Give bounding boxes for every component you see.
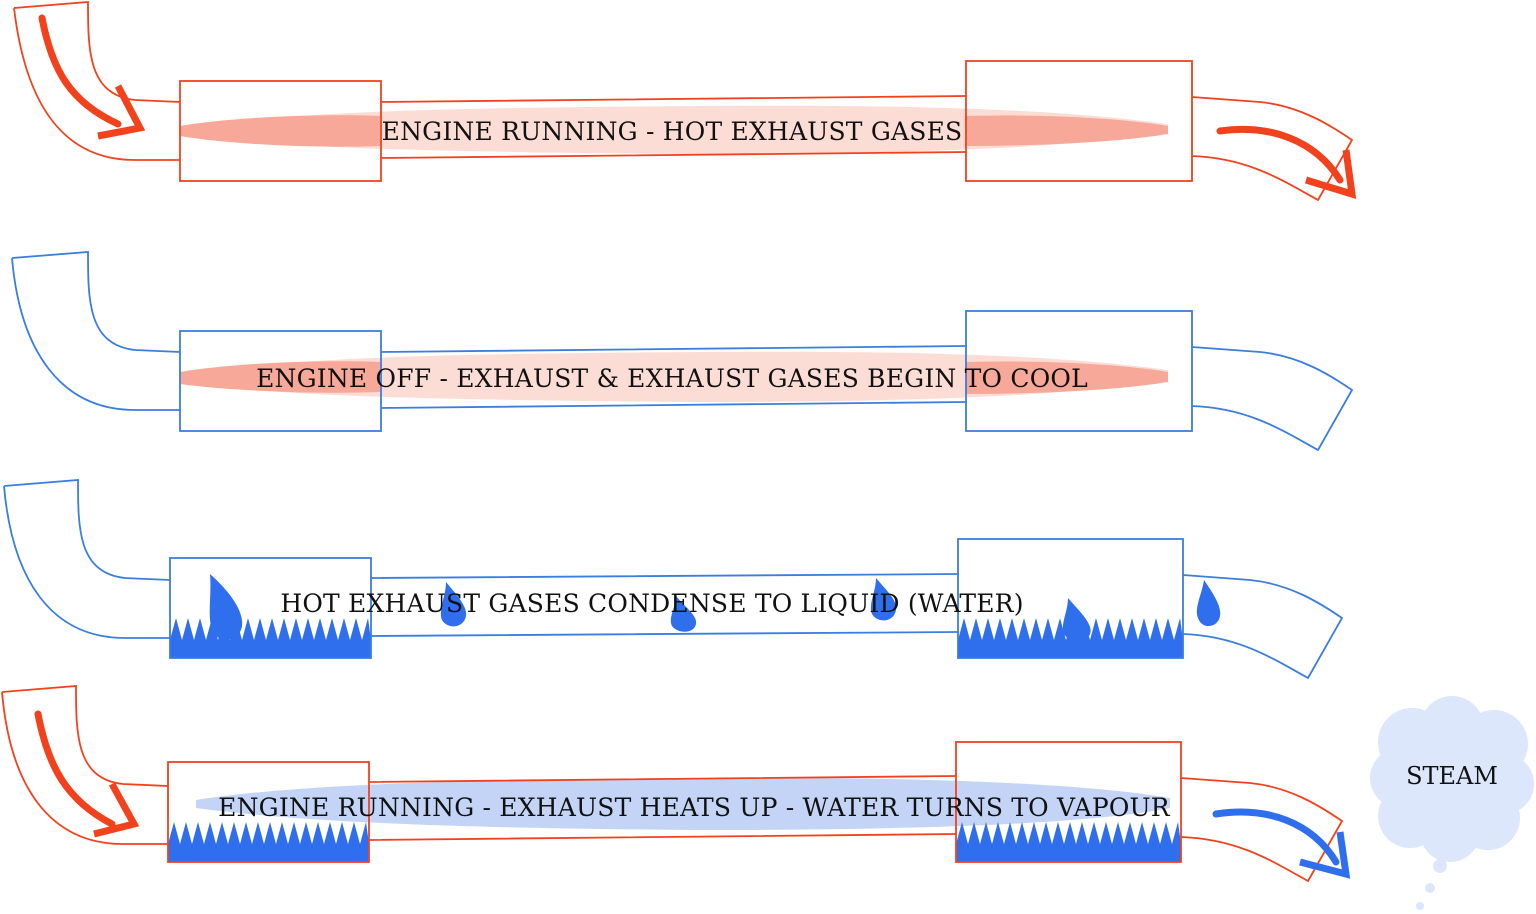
inlet-arrowhead bbox=[93, 782, 140, 838]
water-pool-front bbox=[168, 822, 369, 862]
water-pool-rear bbox=[956, 822, 1181, 862]
steam-puff bbox=[1433, 859, 1447, 873]
front-muffler bbox=[179, 80, 382, 182]
water-drop-icon bbox=[1062, 598, 1091, 642]
stage-1-hot-exhaust: ENGINE RUNNING - HOT EXHAUST GASES bbox=[13, 1, 1357, 202]
water-pool-front bbox=[170, 618, 371, 658]
steam-puff bbox=[1425, 883, 1435, 893]
middle-pipe bbox=[380, 95, 967, 159]
heat-glow-core-right bbox=[965, 361, 1168, 394]
rear-muffler bbox=[965, 310, 1193, 432]
steam-cloud: STEAM bbox=[1370, 696, 1534, 910]
heat-glow-core-right bbox=[965, 115, 1168, 146]
middle-pipe bbox=[380, 345, 967, 409]
stage-4-label: ENGINE RUNNING - EXHAUST HEATS UP - WATE… bbox=[218, 793, 1171, 822]
heat-glow-core-left bbox=[180, 115, 380, 147]
heat-glow bbox=[180, 351, 1168, 402]
rear-muffler bbox=[965, 60, 1193, 182]
vapour-glow bbox=[196, 777, 1170, 830]
heat-glow-core-left bbox=[180, 361, 380, 393]
inlet-pipe bbox=[13, 1, 181, 161]
inlet-pipe bbox=[3, 479, 171, 639]
outlet-arrowhead bbox=[1299, 831, 1351, 879]
inlet-arrowhead bbox=[97, 84, 146, 140]
inlet-pipe bbox=[11, 251, 181, 411]
water-drop-icon bbox=[1196, 580, 1221, 627]
front-muffler bbox=[179, 330, 382, 432]
front-muffler bbox=[167, 761, 370, 863]
rear-muffler bbox=[957, 538, 1184, 659]
middle-pipe bbox=[370, 573, 959, 637]
water-drop-icon bbox=[440, 582, 467, 627]
steam-label: STEAM bbox=[1406, 762, 1498, 790]
stage-2-label: ENGINE OFF - EXHAUST & EXHAUST GASES BEG… bbox=[256, 364, 1088, 393]
water-drop-icon bbox=[670, 596, 697, 632]
stage-3-condensing: HOT EXHAUST GASES CONDENSE TO LIQUID (WA… bbox=[3, 479, 1344, 680]
water-drop-icon bbox=[870, 578, 897, 621]
stage-3-label: HOT EXHAUST GASES CONDENSE TO LIQUID (WA… bbox=[280, 589, 1023, 618]
inlet-arrow-icon bbox=[38, 14, 122, 128]
cloud-icon bbox=[1370, 696, 1534, 862]
inlet-arrow-icon bbox=[34, 710, 116, 828]
front-muffler bbox=[169, 557, 372, 659]
water-drop-icon bbox=[209, 574, 243, 640]
outlet-arrowhead bbox=[1304, 149, 1357, 199]
stage-1-label: ENGINE RUNNING - HOT EXHAUST GASES bbox=[382, 117, 963, 146]
tail-pipe bbox=[1182, 574, 1344, 680]
middle-pipe bbox=[368, 775, 957, 841]
outlet-arrow-icon bbox=[1216, 125, 1344, 184]
stage-4-vapour: ENGINE RUNNING - EXHAUST HEATS UP - WATE… bbox=[1, 685, 1351, 883]
stage-2-cooling: ENGINE OFF - EXHAUST & EXHAUST GASES BEG… bbox=[11, 251, 1354, 452]
rear-muffler bbox=[955, 741, 1182, 863]
heat-glow bbox=[180, 105, 1168, 154]
tail-pipe bbox=[1191, 346, 1354, 452]
outlet-arrow-icon bbox=[1212, 808, 1340, 866]
inlet-pipe bbox=[1, 685, 169, 845]
steam-puff bbox=[1416, 902, 1424, 910]
